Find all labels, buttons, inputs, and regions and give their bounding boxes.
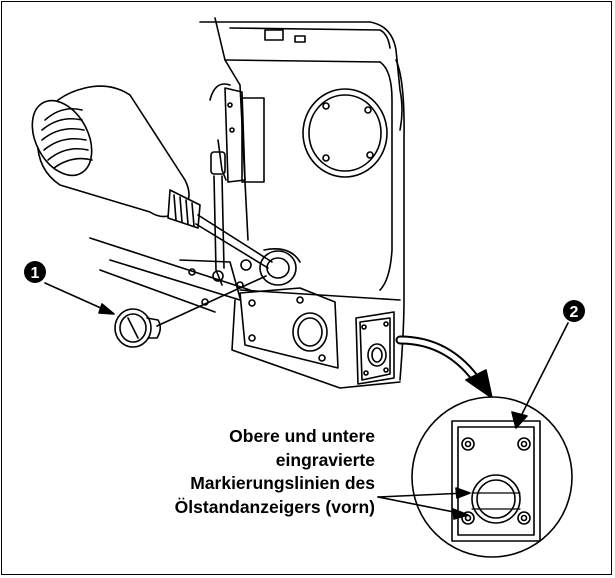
leader-line-plug-hole bbox=[156, 275, 267, 327]
oil-plug bbox=[114, 308, 162, 348]
callout-2-label: 2 bbox=[570, 304, 579, 321]
round-cover bbox=[302, 88, 388, 178]
machine-head bbox=[89, 17, 405, 389]
annotation-line-3: Markierungslinien des bbox=[190, 473, 375, 493]
leader-arrow-2 bbox=[511, 322, 569, 429]
annotation-line-4: Ölstandanzeigers (vorn) bbox=[174, 496, 375, 517]
oil-bottle bbox=[31, 85, 273, 269]
annotation-arrows bbox=[377, 487, 471, 520]
curved-arrow bbox=[395, 335, 493, 399]
oil-filler-hole bbox=[259, 248, 301, 286]
annotation-line-1: Obere und untere bbox=[229, 426, 375, 446]
callout-2: 2 bbox=[563, 300, 585, 322]
oil-gauge-small bbox=[355, 311, 395, 385]
front-plate bbox=[239, 287, 339, 369]
callout-1-label: 1 bbox=[31, 265, 40, 282]
callout-1: 1 bbox=[24, 261, 46, 283]
annotation-text: Obere und untere eingravierte Markierung… bbox=[130, 425, 375, 519]
leader-arrow-1 bbox=[44, 282, 115, 315]
magnified-gauge bbox=[411, 396, 573, 558]
annotation-line-2: eingravierte bbox=[275, 449, 375, 470]
bracket-tube bbox=[209, 83, 265, 286]
